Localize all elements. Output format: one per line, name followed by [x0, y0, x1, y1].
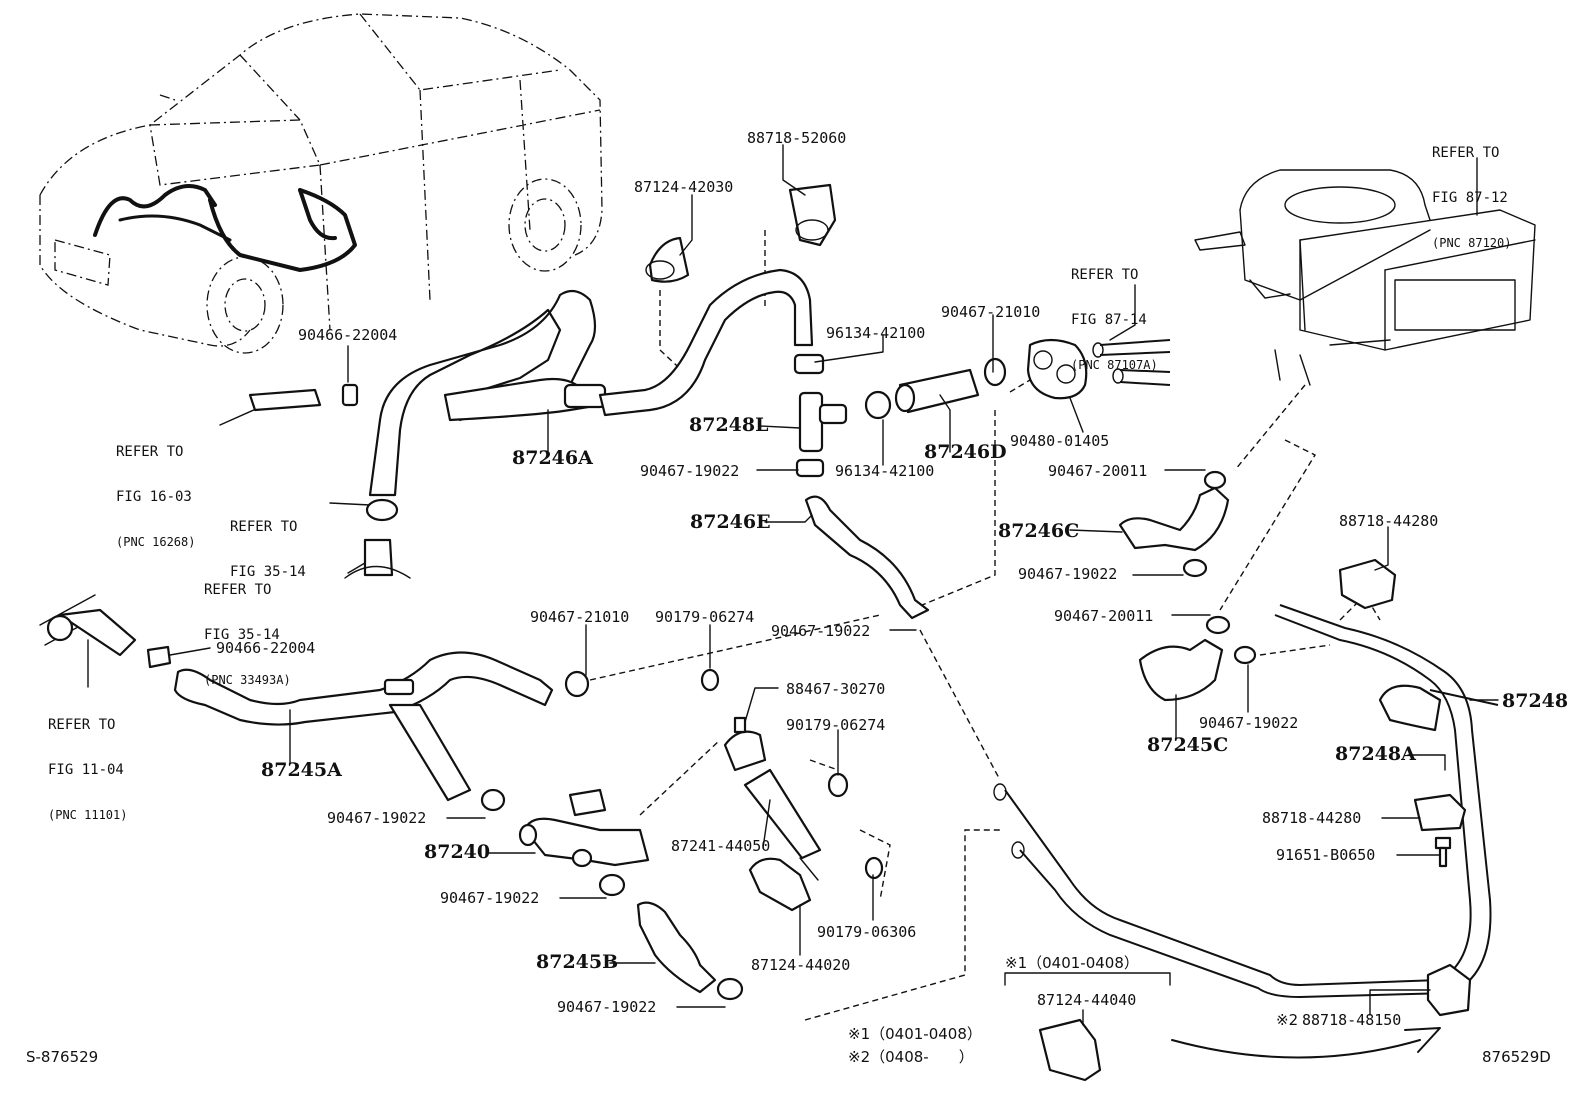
- hose-87245B: [636, 901, 717, 994]
- part-label-88718-44280-a: 88718-44280: [1339, 512, 1439, 530]
- hose-upper-right: [598, 268, 814, 417]
- part-label-90179-06306: 90179-06306: [817, 923, 917, 941]
- refer-line: FIG 87-12: [1432, 190, 1508, 206]
- part-label-88467-30270: 88467-30270: [786, 680, 886, 698]
- tee-87248L: [793, 353, 848, 478]
- part-label-90480-01405: 90480-01405: [1010, 432, 1110, 450]
- refer-fig-16-03: REFER TO FIG 16-03 (PNC 16268): [116, 415, 195, 565]
- refer-pnc: (PNC 16268): [116, 535, 196, 549]
- grommet-90480-01405: [1026, 338, 1088, 400]
- legend-mark-1: ※1（0401-0408）: [848, 1025, 982, 1043]
- valve-87240: [518, 788, 650, 868]
- part-label-90179-06274-a: 90179-06274: [655, 608, 755, 626]
- legend-mark-2: ※2（0408- ）: [848, 1048, 974, 1066]
- refer-line: FIG 35-14: [204, 627, 280, 643]
- clamps-lower: [480, 668, 884, 1001]
- vehicle-outline: [39, 13, 603, 354]
- heater-unit: [1194, 169, 1536, 386]
- part-label-88718-44280-b: 88718-44280: [1262, 809, 1362, 827]
- part-label-90467-19022-e: 90467-19022: [327, 809, 427, 827]
- clip-87124-44020: [748, 857, 812, 912]
- clip-88718-48150: [1426, 963, 1472, 1017]
- refer-line: REFER TO: [230, 519, 298, 535]
- part-label-87248L: 87248L: [689, 414, 769, 436]
- part-label-87124-42030: 87124-42030: [634, 178, 734, 196]
- clip-88718-52060: [788, 183, 837, 247]
- part-label-87248: 87248: [1502, 690, 1569, 712]
- pipe-stubs: [1092, 339, 1171, 386]
- applicability-mark-2: ※2: [1276, 1011, 1299, 1029]
- refer-pnc: (PNC 87107A): [1071, 358, 1158, 372]
- refer-11-04-stub: [39, 594, 172, 669]
- hose-87245C: [1138, 615, 1257, 702]
- part-label-90467-19022-a: 90467-19022: [640, 462, 740, 480]
- refer-line: REFER TO: [116, 444, 184, 460]
- part-label-90467-20011-b: 90467-20011: [1054, 607, 1154, 625]
- part-label-87241-44050: 87241-44050: [671, 837, 771, 855]
- part-label-87246C: 87246C: [998, 520, 1080, 542]
- part-label-90467-21010-top: 90467-21010: [941, 303, 1041, 321]
- refer-line: REFER TO: [48, 717, 116, 733]
- refer-line: REFER TO: [204, 582, 272, 598]
- refer-pnc: (PNC 33493A): [204, 673, 291, 687]
- hose-87246C: [1118, 470, 1230, 578]
- refer-line: REFER TO: [1432, 145, 1500, 161]
- clip-87124-42030: [645, 236, 690, 283]
- part-label-90467-19022-b: 90467-19022: [1018, 565, 1118, 583]
- part-label-96134-42100-b: 96134-42100: [835, 462, 935, 480]
- part-label-90467-21010-b: 90467-21010: [530, 608, 630, 626]
- part-label-88718-48150: 88718-48150: [1302, 1011, 1402, 1029]
- part-label-87246D: 87246D: [924, 441, 1007, 463]
- hose-87245A: [173, 651, 554, 802]
- illustration-id-left: S-876529: [26, 1048, 99, 1066]
- illustration-id-right: 876529D: [1482, 1048, 1551, 1066]
- part-label-87124-44020: 87124-44020: [751, 956, 851, 974]
- pipes-87248: [993, 593, 1499, 999]
- refer-pnc: (PNC 87120): [1432, 236, 1512, 250]
- part-label-87124-44040: 87124-44040: [1037, 991, 1137, 1009]
- bolt-91651-B0650: [1434, 836, 1452, 868]
- applicability-note-1: ※1（0401-0408）: [1005, 954, 1139, 972]
- refer-fig-35-14-b: REFER TO FIG 35-14 (PNC 33493A): [204, 553, 291, 703]
- refer-fig-35-14-a: REFER TO FIG 35-14: [230, 490, 306, 595]
- part-label-87246A: 87246A: [512, 447, 593, 469]
- part-label-90467-19022-c: 90467-19022: [771, 622, 871, 640]
- actuator-88467-30270: [723, 716, 767, 772]
- leader-lines: [87, 144, 1499, 1026]
- refer-line: FIG 16-03: [116, 489, 192, 505]
- hose-87246D: [864, 357, 1007, 420]
- refer-line: FIG 87-14: [1071, 312, 1147, 328]
- pipe-stub-16-03: [248, 383, 411, 579]
- part-label-87245C: 87245C: [1147, 734, 1229, 756]
- part-label-90466-22004-top: 90466-22004: [298, 326, 398, 344]
- part-label-90467-19022-d: 90467-19022: [1199, 714, 1299, 732]
- part-label-90467-19022-g: 90467-19022: [557, 998, 657, 1016]
- clip-88718-44280-top: [1338, 558, 1397, 610]
- part-label-96134-42100-top: 96134-42100: [826, 324, 926, 342]
- part-label-87240: 87240: [424, 841, 491, 863]
- part-label-88718-52060: 88718-52060: [747, 129, 847, 147]
- refer-line: REFER TO: [1071, 267, 1139, 283]
- refer-pnc: (PNC 11101): [48, 808, 128, 822]
- part-label-87246E: 87246E: [690, 511, 771, 533]
- refer-line: FIG 35-14: [230, 564, 306, 580]
- part-label-90179-06274-b: 90179-06274: [786, 716, 886, 734]
- cable-87241-44050: [743, 768, 822, 881]
- refer-fig-87-14: REFER TO FIG 87-14 (PNC 87107A): [1071, 238, 1158, 388]
- refer-line: FIG 11-04: [48, 762, 124, 778]
- part-label-87248A: 87248A: [1335, 743, 1416, 765]
- part-label-90467-19022-f: 90467-19022: [440, 889, 540, 907]
- hose-87246E: [804, 495, 930, 620]
- part-label-87245A: 87245A: [261, 759, 342, 781]
- part-label-87245B: 87245B: [536, 951, 619, 973]
- refer-fig-11-04: REFER TO FIG 11-04 (PNC 11101): [48, 688, 127, 838]
- refer-fig-87-12: REFER TO FIG 87-12 (PNC 87120): [1432, 116, 1511, 266]
- clip-88718-44280-lower: [1413, 793, 1467, 832]
- part-label-90467-20011-a: 90467-20011: [1048, 462, 1148, 480]
- part-label-91651-B0650: 91651-B0650: [1276, 846, 1376, 864]
- part-label-90466-22004-b: 90466-22004: [216, 639, 316, 657]
- clip-87124-44040: [1038, 1018, 1102, 1082]
